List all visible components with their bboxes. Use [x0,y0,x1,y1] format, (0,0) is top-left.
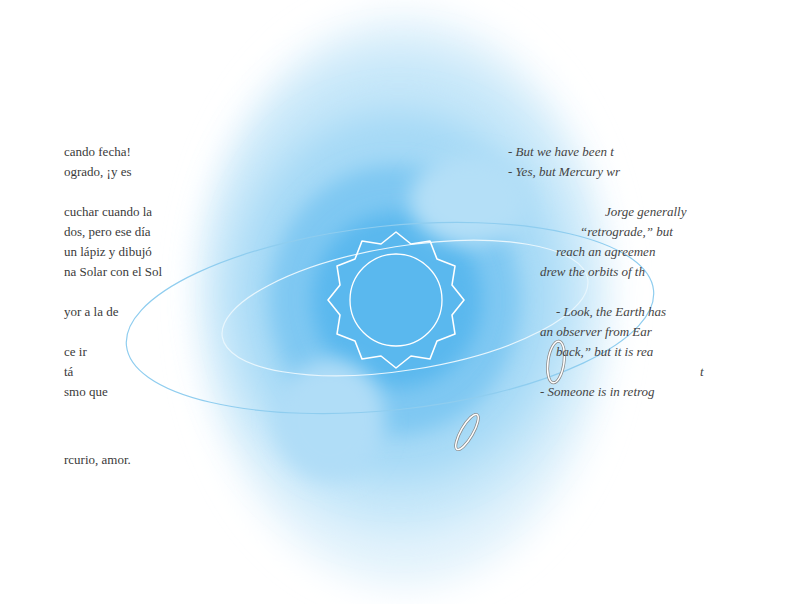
english-text-line: t [700,364,704,380]
english-text-line: back,” but it is rea [556,344,653,360]
spanish-text-line: tá [64,364,73,380]
english-text-line: an observer from Ear [540,324,652,340]
english-text-line: - Someone is in retrog [540,384,655,400]
spanish-text-line: ce ir [64,344,87,360]
english-text-line: - But we have been t [508,144,614,160]
spanish-text-line: un lápiz y dibujó [64,244,152,260]
spanish-text-line: cando fecha! [64,144,131,160]
spanish-text-line: ogrado, ¡y es [64,164,132,180]
english-text-line: drew the orbits of th [540,264,645,280]
english-text-line: reach an agreemen [556,244,655,260]
watercolor-blob [200,15,610,585]
english-text-line: Jorge generally [605,204,686,220]
sun-symbol [328,232,464,368]
english-text-line: - Yes, but Mercury wr [508,164,620,180]
spanish-text-line: cuchar cuando la [64,204,152,220]
english-text-line: “retrograde,” but [580,224,673,240]
spanish-text-line: rcurio, amor. [64,452,131,468]
english-text-line: - Look, the Earth has [556,304,666,320]
spanish-text-line: na Solar con el Sol [64,264,162,280]
spanish-text-line: smo que [64,384,108,400]
spanish-text-line: dos, pero ese día [64,224,151,240]
spanish-text-line: yor a la de [64,304,119,320]
